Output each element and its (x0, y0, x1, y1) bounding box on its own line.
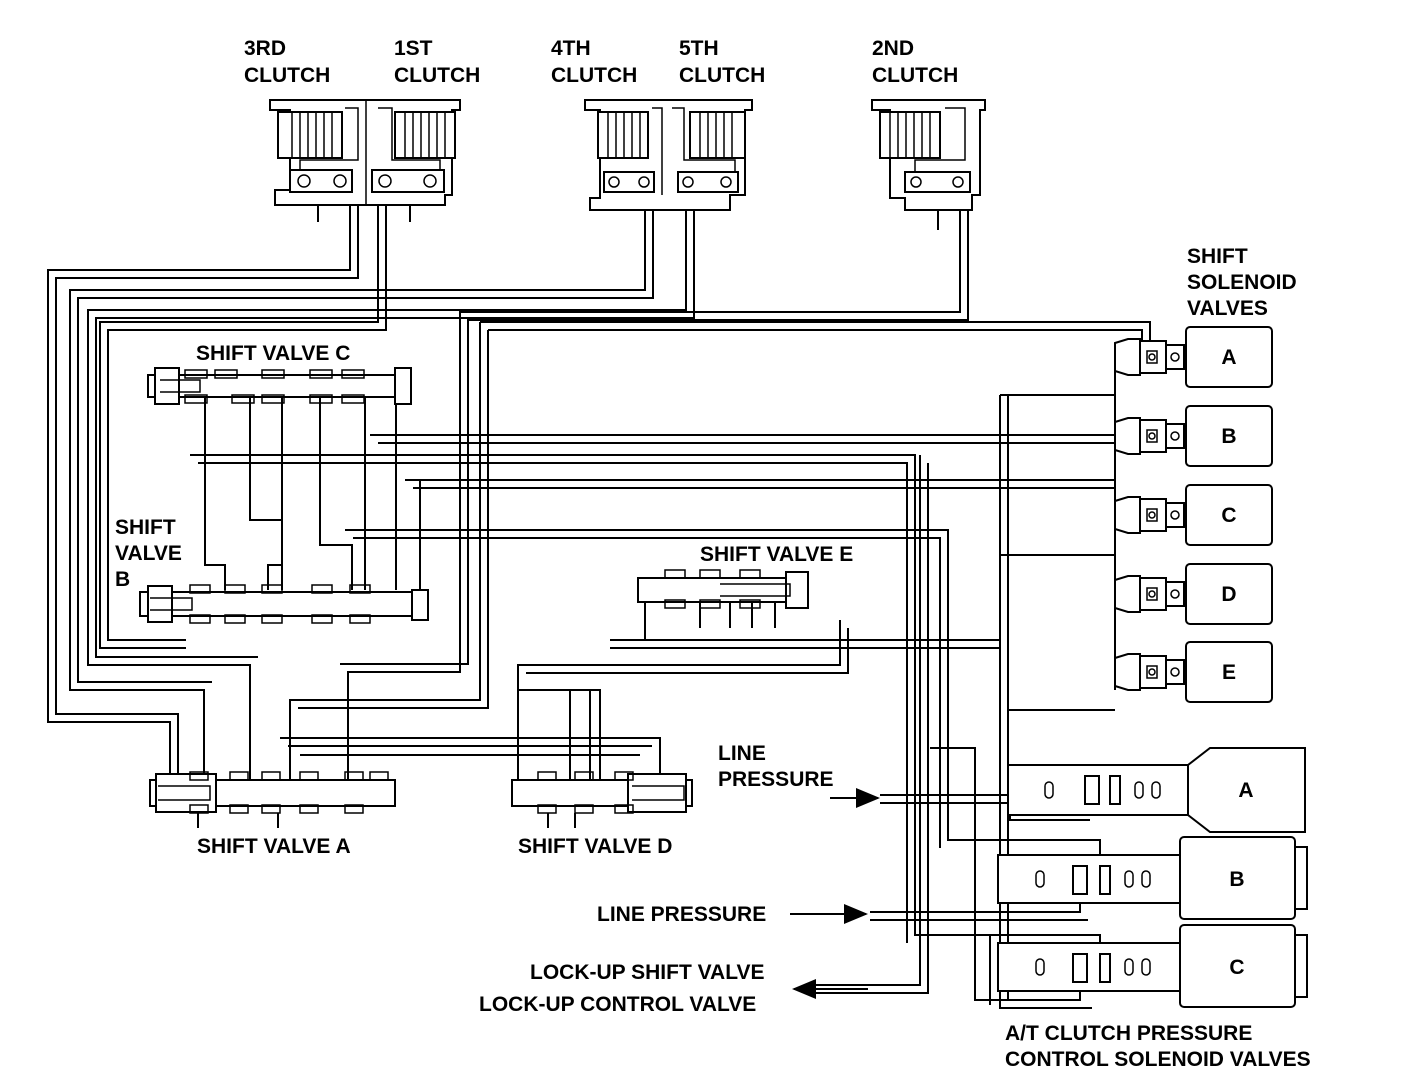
shift-valve-b (139, 584, 429, 624)
fifth-clutch-label-line2: CLUTCH (679, 64, 765, 87)
first-clutch-label-line1: 1ST (394, 37, 433, 60)
shift-valve-a-label: SHIFT VALVE A (197, 835, 351, 858)
shift-valve-e (637, 569, 809, 640)
third-clutch-label-line2: CLUTCH (244, 64, 330, 87)
pressure-solenoid-a-letter: A (1238, 779, 1253, 802)
pressure-solenoid-title-line1: A/T CLUTCH PRESSURE (1005, 1022, 1252, 1045)
flow-labels: LINE PRESSURE LINE PRESSURE LOCK-UP SHIF… (479, 742, 880, 1016)
shift-solenoid-a: A (1114, 326, 1273, 388)
shift-solenoid-b-letter: B (1221, 425, 1236, 448)
shift-valve-b-label-line2: VALVE (115, 542, 182, 565)
third-clutch-label-line1: 3RD (244, 37, 286, 60)
shift-solenoid-title-line3: VALVES (1187, 297, 1268, 320)
shift-solenoid-e-letter: E (1222, 661, 1236, 684)
fourth-clutch-label-line1: 4TH (551, 37, 591, 60)
pressure-solenoid-c-letter: C (1229, 956, 1244, 979)
pressure-solenoid-title: A/T CLUTCH PRESSURE CONTROL SOLENOID VAL… (1005, 1022, 1311, 1071)
clutch-labels: 3RD CLUTCH 1ST CLUTCH 4TH CLUTCH 5TH CLU… (244, 37, 958, 87)
pressure-solenoid-b-letter: B (1229, 868, 1244, 891)
shift-solenoid-a-letter: A (1221, 346, 1236, 369)
shift-valve-d (511, 771, 693, 828)
shift-valve-c (147, 367, 412, 405)
shift-solenoid-b: B (1114, 405, 1273, 467)
line-pressure-top-label-line1: LINE (718, 742, 766, 765)
line-pressure-mid-label: LINE PRESSURE (597, 903, 766, 926)
shift-valve-a (149, 771, 396, 828)
shift-valve-b-label-line3: B (115, 568, 130, 591)
pressure-solenoid-title-line2: CONTROL SOLENOID VALVES (1005, 1048, 1311, 1071)
pressure-solenoid-a: A (1007, 747, 1306, 833)
shift-solenoid-e: E (1114, 641, 1273, 703)
clutch-3rd-1st-assembly (269, 99, 461, 222)
pressure-solenoid-b: B (997, 836, 1308, 920)
clutch-4th-5th-assembly (584, 99, 753, 211)
shift-valve-labels: SHIFT VALVE C SHIFT VALVE B SHIFT VALVE … (115, 342, 853, 858)
shift-valve-b-label-line1: SHIFT (115, 516, 176, 539)
fourth-clutch-label-line2: CLUTCH (551, 64, 637, 87)
shift-valve-d-label: SHIFT VALVE D (518, 835, 672, 858)
shift-solenoid-d-letter: D (1221, 583, 1236, 606)
shift-solenoid-d: D (1114, 563, 1273, 625)
fifth-clutch-label-line1: 5TH (679, 37, 719, 60)
shift-solenoid-title-line2: SOLENOID (1187, 271, 1297, 294)
line-pressure-top-label-line2: PRESSURE (718, 768, 834, 791)
second-clutch-label-line1: 2ND (872, 37, 914, 60)
shift-solenoid-title: SHIFT SOLENOID VALVES (1187, 245, 1297, 320)
shift-valve-c-label: SHIFT VALVE C (196, 342, 350, 365)
shift-solenoid-title-line1: SHIFT (1187, 245, 1248, 268)
pressure-solenoid-c: C (997, 924, 1308, 1008)
first-clutch-label-line2: CLUTCH (394, 64, 480, 87)
shift-valve-e-label: SHIFT VALVE E (700, 543, 853, 566)
lockup-control-valve-label: LOCK-UP CONTROL VALVE (479, 993, 756, 1016)
lockup-shift-valve-label: LOCK-UP SHIFT VALVE (530, 961, 765, 984)
shift-solenoid-c: C (1114, 484, 1273, 546)
shift-solenoid-c-letter: C (1221, 504, 1236, 527)
clutch-2nd-assembly (871, 99, 986, 230)
shift-solenoid-group: A B C D E (1114, 326, 1273, 703)
second-clutch-label-line2: CLUTCH (872, 64, 958, 87)
